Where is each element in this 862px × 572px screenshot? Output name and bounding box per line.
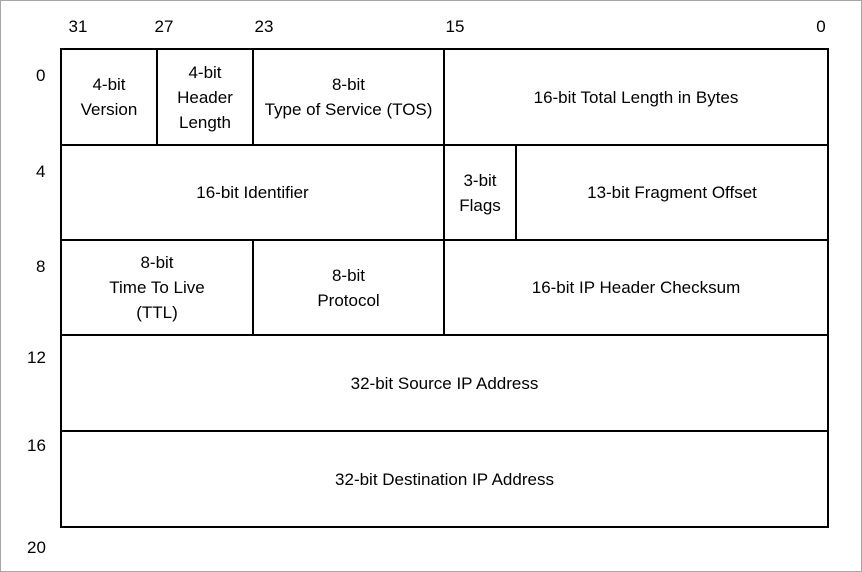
offset-label-4: 4 xyxy=(36,162,46,181)
bit-label-23: 23 xyxy=(254,17,274,36)
field-header-checksum: 16-bit IP Header Checksum xyxy=(443,239,829,336)
bit-label-27: 27 xyxy=(154,17,174,36)
field-header-length: 4-bit Header Length xyxy=(156,48,254,146)
field-destination-ip: 32-bit Destination IP Address xyxy=(60,430,829,528)
field-protocol: 8-bit Protocol xyxy=(252,239,445,336)
bit-label-31: 31 xyxy=(68,17,88,36)
offset-label-8: 8 xyxy=(36,257,46,276)
field-time-to-live: 8-bit Time To Live (TTL) xyxy=(60,239,254,336)
field-total-length: 16-bit Total Length in Bytes xyxy=(443,48,829,146)
field-type-of-service: 8-bit Type of Service (TOS) xyxy=(252,48,445,146)
field-flags: 3-bit Flags xyxy=(443,144,517,241)
field-source-ip: 32-bit Source IP Address xyxy=(60,334,829,432)
field-version: 4-bit Version xyxy=(60,48,158,146)
offset-label-12: 12 xyxy=(27,348,46,367)
field-fragment-offset: 13-bit Fragment Offset xyxy=(515,144,829,241)
offset-label-20: 20 xyxy=(27,538,46,557)
offset-label-16: 16 xyxy=(27,436,46,455)
bit-label-0: 0 xyxy=(816,17,826,36)
bit-label-15: 15 xyxy=(445,17,465,36)
offset-label-0: 0 xyxy=(36,66,46,85)
field-identifier: 16-bit Identifier xyxy=(60,144,445,241)
